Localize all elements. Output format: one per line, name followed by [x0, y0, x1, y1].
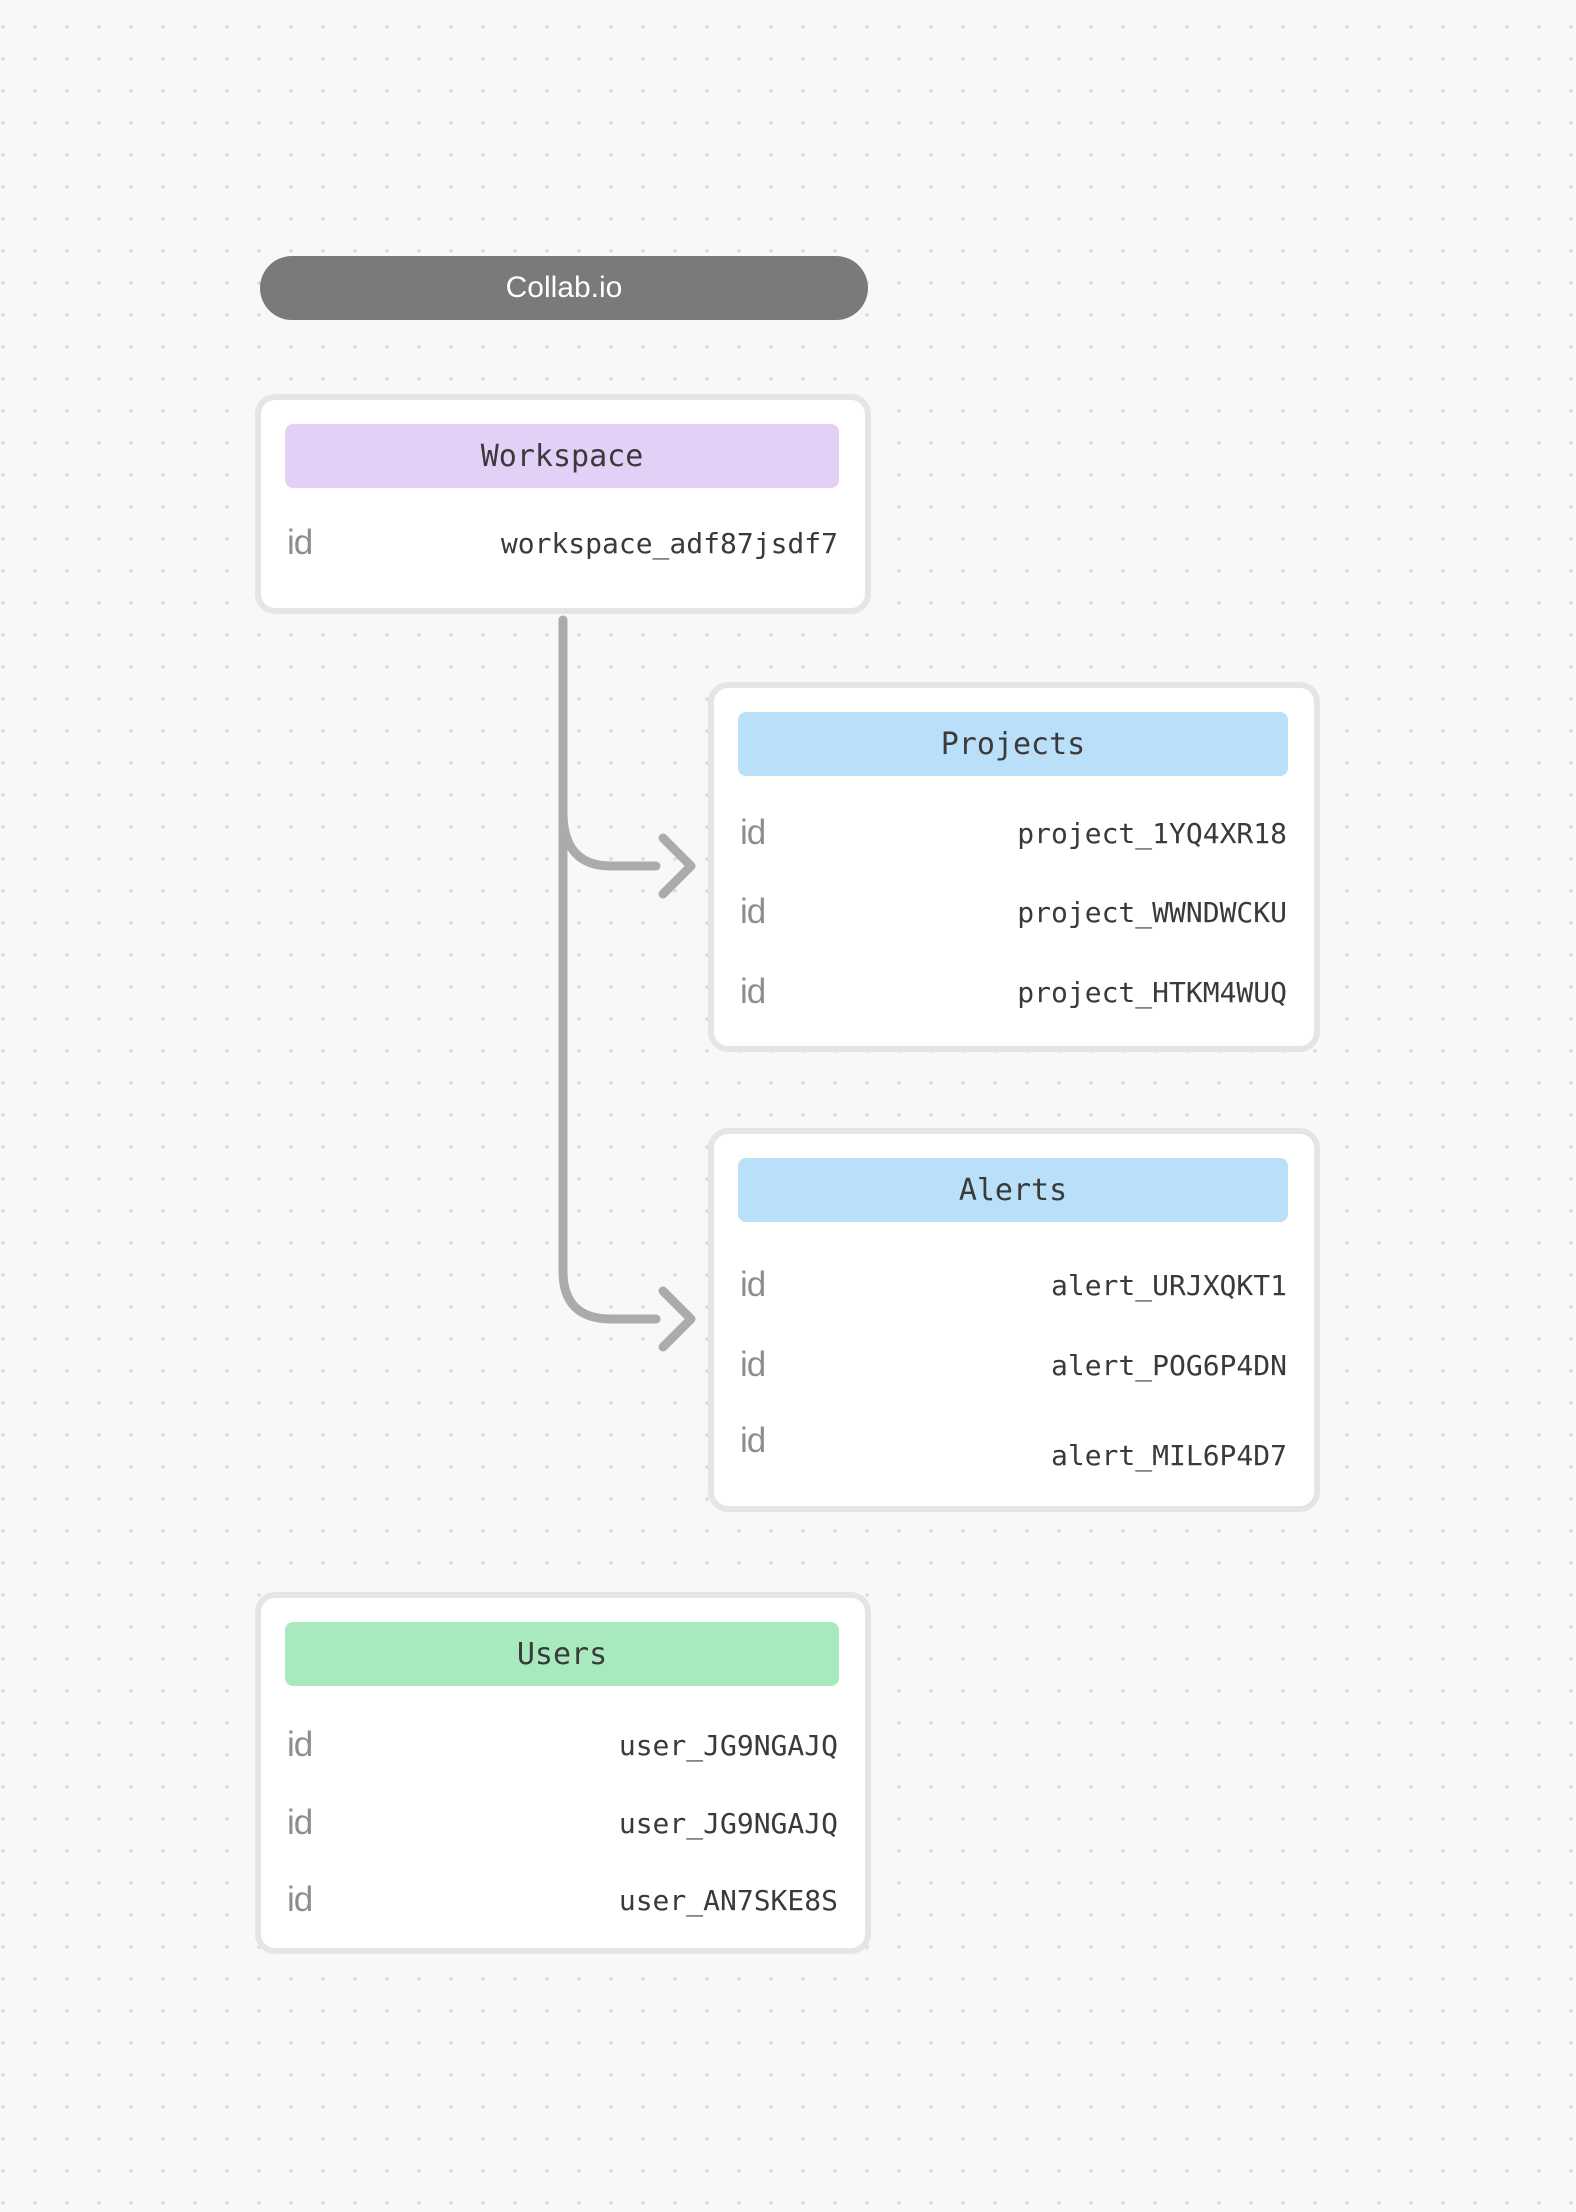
table-row: id project_HTKM4WUQ	[740, 964, 1287, 1020]
table-row: id user_AN7SKE8S	[287, 1872, 838, 1928]
app-title-pill: Collab.io	[260, 256, 868, 320]
table-row: id alert_MIL6P4D7	[740, 1421, 1287, 1477]
row-value: user_JG9NGAJQ	[618, 1806, 838, 1840]
entity-card-workspace[interactable]: Workspace id workspace_adf87jsdf7	[255, 394, 871, 614]
row-key: id	[287, 1880, 313, 1919]
row-value: project_WWNDWCKU	[1017, 895, 1287, 929]
row-value: user_JG9NGAJQ	[618, 1728, 838, 1762]
entity-card-users[interactable]: Users id user_JG9NGAJQ id user_JG9NGAJQ …	[255, 1592, 871, 1954]
entity-title: Projects	[940, 726, 1086, 762]
row-value: project_1YQ4XR18	[1017, 816, 1287, 850]
entity-header: Projects	[738, 712, 1288, 776]
row-value: alert_POG6P4DN	[1050, 1348, 1287, 1382]
table-row: id alert_URJXQKT1	[740, 1257, 1287, 1313]
entity-title: Alerts	[958, 1172, 1068, 1208]
row-value: alert_URJXQKT1	[1050, 1268, 1287, 1302]
table-row: id workspace_adf87jsdf7	[287, 515, 838, 571]
entity-title: Users	[516, 1636, 608, 1672]
row-value: workspace_adf87jsdf7	[500, 526, 838, 560]
entity-card-projects[interactable]: Projects id project_1YQ4XR18 id project_…	[708, 682, 1320, 1052]
table-row: id alert_POG6P4DN	[740, 1337, 1287, 1393]
row-key: id	[287, 1803, 313, 1842]
row-key: id	[740, 813, 766, 852]
app-title: Collab.io	[505, 271, 623, 304]
row-key: id	[740, 972, 766, 1011]
connector-workspace-alerts	[558, 615, 661, 1324]
entity-header: Workspace	[285, 424, 839, 488]
connector-workspace-projects	[558, 807, 661, 871]
entity-header: Alerts	[738, 1158, 1288, 1222]
table-row: id project_1YQ4XR18	[740, 805, 1287, 861]
row-value: user_AN7SKE8S	[618, 1883, 838, 1917]
table-row: id user_JG9NGAJQ	[287, 1795, 838, 1851]
arrowhead-alerts	[658, 1286, 696, 1352]
entity-header: Users	[285, 1622, 839, 1686]
table-row: id project_WWNDWCKU	[740, 884, 1287, 940]
row-key: id	[740, 1265, 766, 1304]
row-key: id	[740, 1421, 766, 1460]
entity-card-alerts[interactable]: Alerts id alert_URJXQKT1 id alert_POG6P4…	[708, 1128, 1320, 1512]
row-key: id	[287, 1725, 313, 1764]
row-key: id	[740, 892, 766, 931]
row-value: alert_MIL6P4D7	[1050, 1438, 1287, 1472]
arrowhead-projects	[658, 833, 696, 899]
row-key: id	[740, 1345, 766, 1384]
table-row: id user_JG9NGAJQ	[287, 1717, 838, 1773]
entity-title: Workspace	[480, 438, 644, 474]
row-value: project_HTKM4WUQ	[1017, 975, 1287, 1009]
row-key: id	[287, 523, 313, 562]
